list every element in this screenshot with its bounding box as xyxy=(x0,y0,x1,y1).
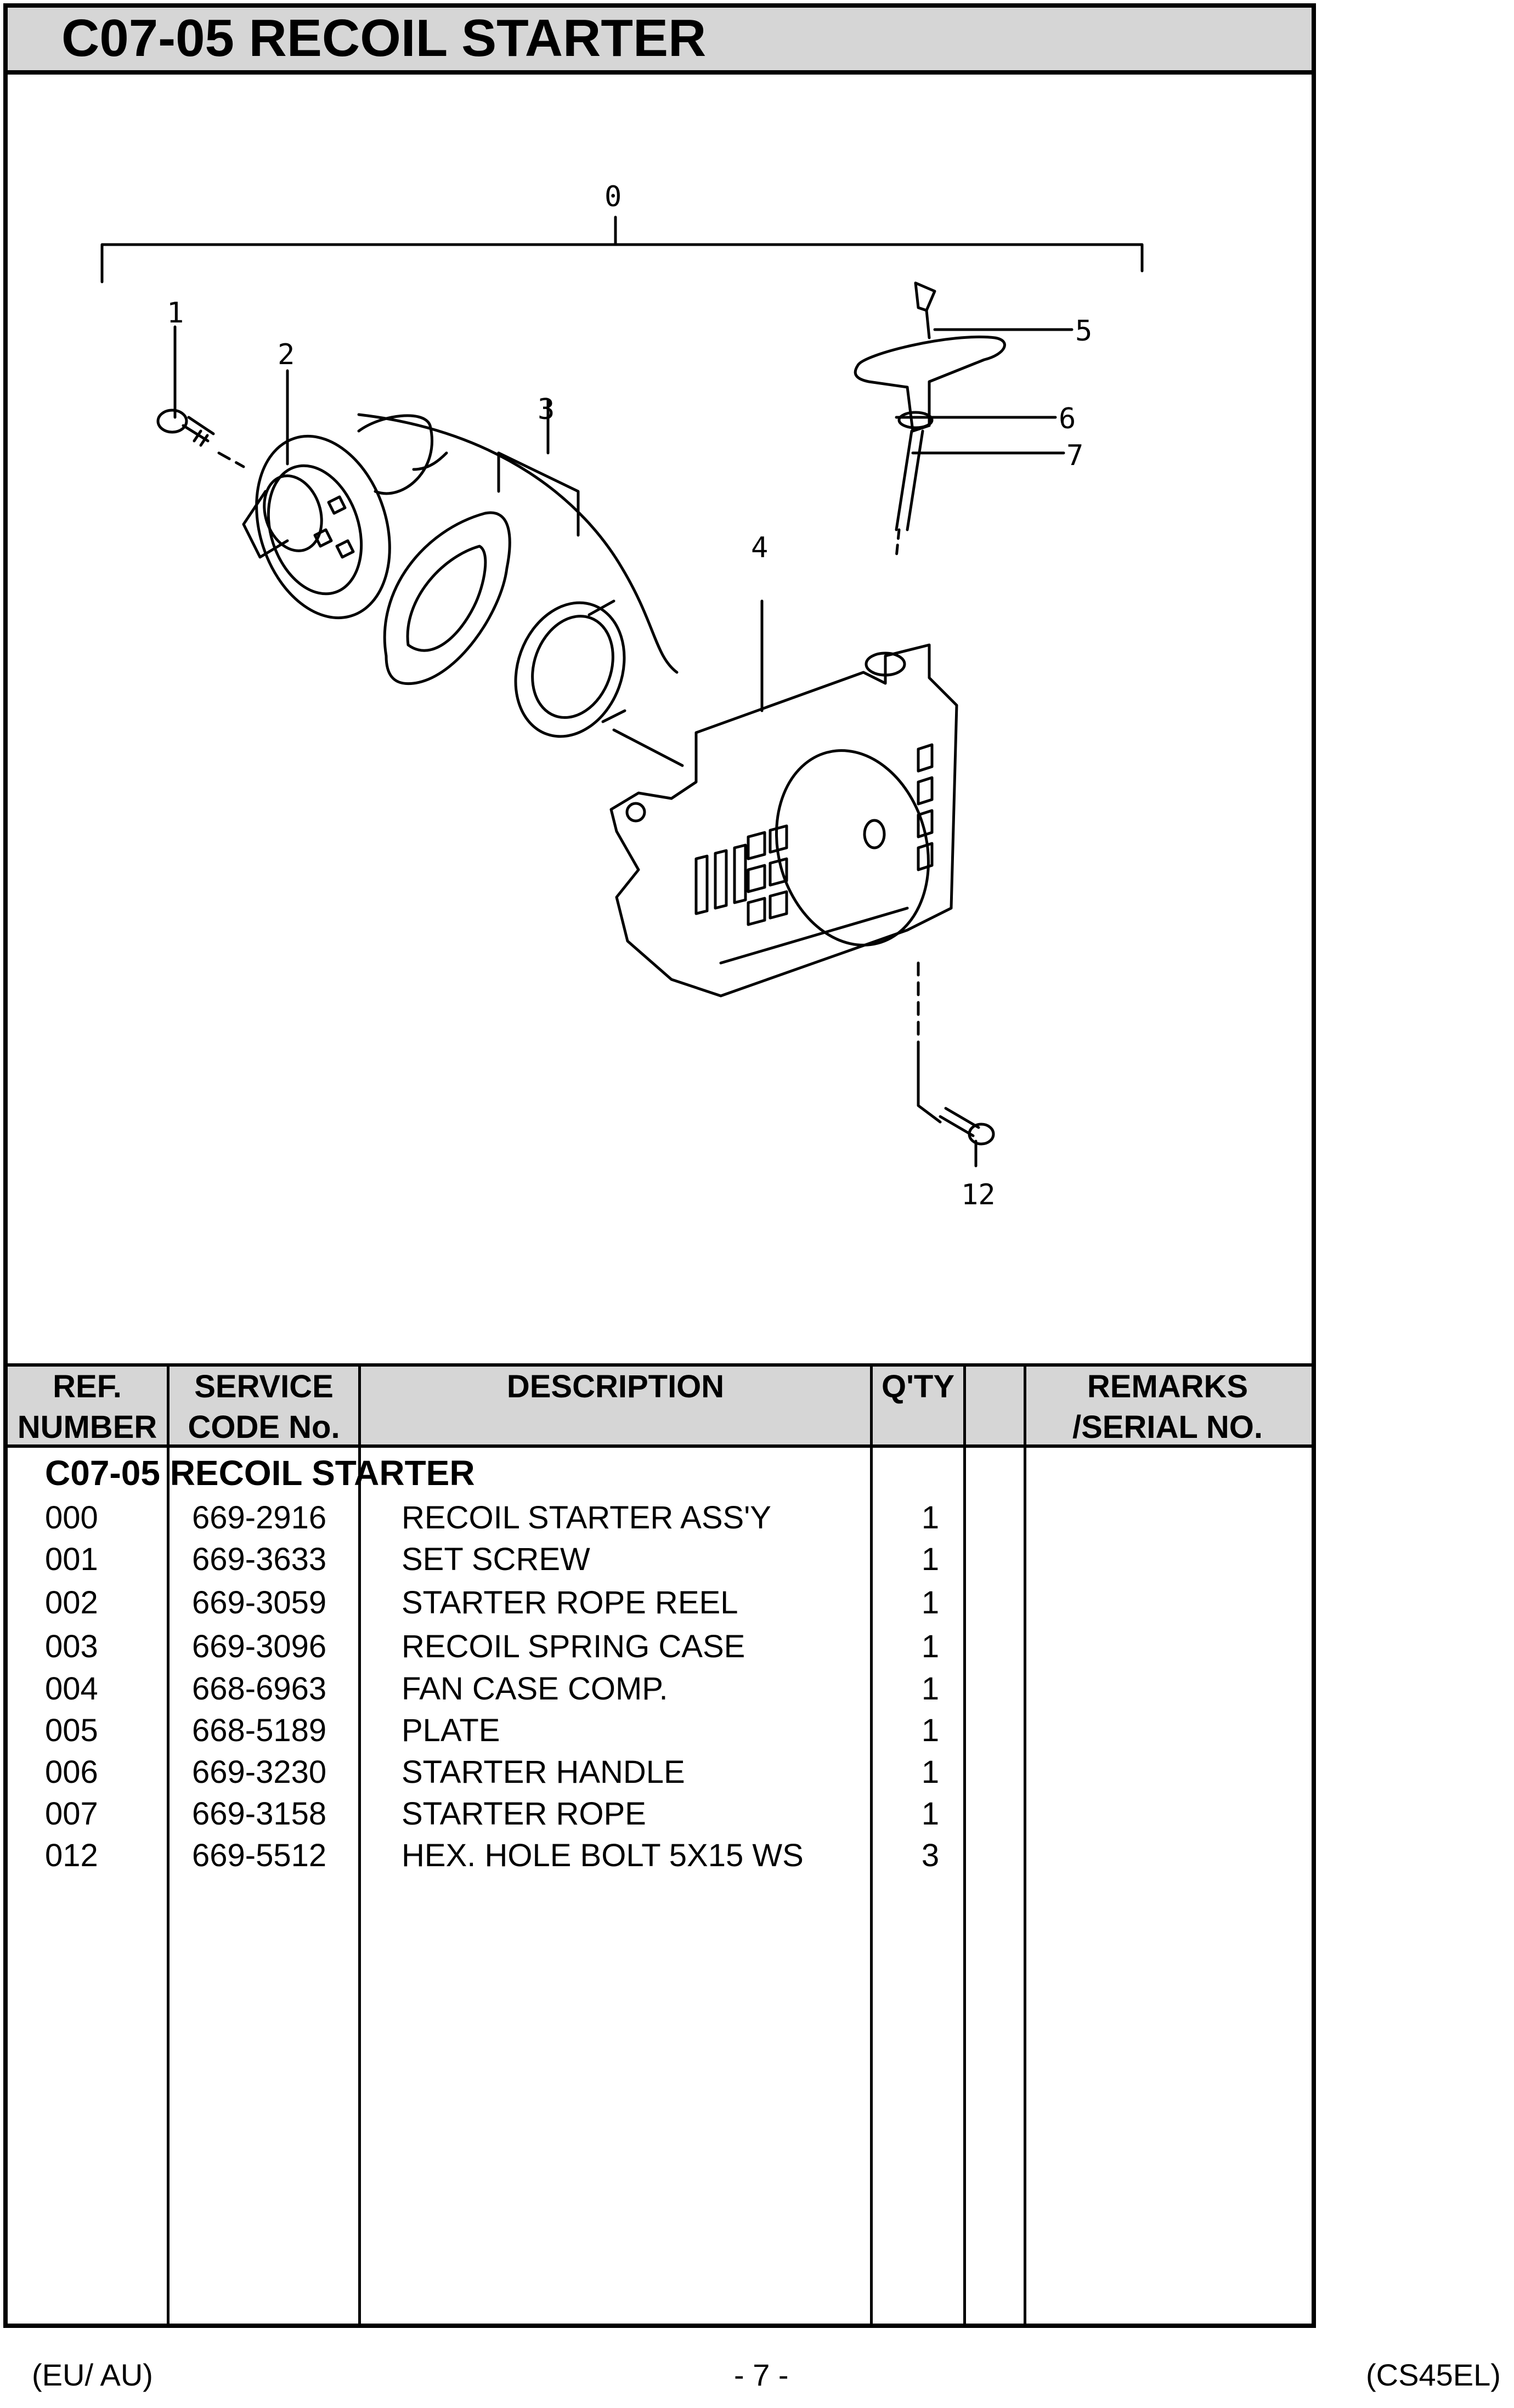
ref-number: 000 xyxy=(45,1500,98,1536)
service-code: 668-5189 xyxy=(192,1713,327,1748)
description: STARTER ROPE xyxy=(402,1796,646,1832)
callout-7: 7 xyxy=(1066,439,1083,472)
starter-handle-part xyxy=(854,281,1074,559)
table-row: 005 668-5189 PLATE 1 xyxy=(8,1712,1312,1754)
column-divider xyxy=(870,1363,873,2324)
quantity: 1 xyxy=(921,1671,940,1707)
footer-region: (EU/ AU) xyxy=(32,2358,153,2392)
quantity: 1 xyxy=(921,1585,940,1621)
description: STARTER HANDLE xyxy=(402,1754,685,1790)
table-row: 007 669-3158 STARTER ROPE 1 xyxy=(8,1795,1312,1837)
ref-number: 007 xyxy=(45,1796,98,1832)
quantity: 1 xyxy=(921,1629,940,1664)
callout-0: 0 xyxy=(605,180,622,213)
set-screw-part xyxy=(156,325,215,447)
service-code: 669-3230 xyxy=(192,1754,327,1790)
service-code: 669-3633 xyxy=(192,1542,327,1577)
table-row: 002 669-3059 STARTER ROPE REEL 1 xyxy=(8,1584,1312,1626)
table-row: 004 668-6963 FAN CASE COMP. 1 xyxy=(8,1670,1312,1712)
service-code: 669-3096 xyxy=(192,1629,327,1664)
ref-number: 002 xyxy=(45,1585,98,1621)
description: RECOIL SPRING CASE xyxy=(402,1629,745,1664)
column-divider xyxy=(963,1363,966,2324)
spring-case-part xyxy=(383,399,684,767)
recoil-starter-drawing: 0 1 2 3 4 5 6 7 12 xyxy=(100,180,1144,1211)
callout-3: 3 xyxy=(538,393,555,426)
hex-bolt-part xyxy=(917,961,995,1168)
header-description: DESCRIPTION xyxy=(506,1369,725,1404)
quantity: 1 xyxy=(921,1542,940,1577)
ref-number: 001 xyxy=(45,1542,98,1577)
table-row: 000 669-2916 RECOIL STARTER ASS'Y 1 xyxy=(8,1499,1312,1541)
ref-number: 004 xyxy=(45,1671,98,1707)
callout-1: 1 xyxy=(167,297,184,330)
quantity: 1 xyxy=(921,1713,940,1748)
header-ref-number: REF.NUMBER xyxy=(17,1369,157,1445)
quantity: 1 xyxy=(921,1796,940,1832)
assembly-bracket xyxy=(100,243,1144,284)
page-title: C07-05 RECOIL STARTER xyxy=(61,9,707,67)
ref-number: 005 xyxy=(45,1713,98,1748)
exploded-diagram: 0 1 2 3 4 5 6 7 12 xyxy=(8,75,1312,1363)
table-row: 012 669-5512 HEX. HOLE BOLT 5X15 WS 3 xyxy=(8,1837,1312,1879)
column-divider xyxy=(1024,1363,1026,2324)
service-code: 669-3158 xyxy=(192,1796,327,1832)
service-code: 668-6963 xyxy=(192,1671,327,1707)
description: PLATE xyxy=(402,1713,500,1748)
header-qty: Q'TY xyxy=(881,1369,955,1404)
quantity: 3 xyxy=(921,1838,940,1873)
section-heading: C07-05 RECOIL STARTER xyxy=(45,1453,475,1493)
header-remarks: REMARKS/SERIAL NO. xyxy=(1072,1369,1263,1445)
quantity: 1 xyxy=(921,1500,940,1536)
ref-number: 003 xyxy=(45,1629,98,1664)
callout-4: 4 xyxy=(751,531,768,564)
table-row: 001 669-3633 SET SCREW 1 xyxy=(8,1541,1312,1583)
description: RECOIL STARTER ASS'Y xyxy=(402,1500,771,1536)
rope-reel-part xyxy=(217,369,448,620)
title-bar: C07-05 RECOIL STARTER xyxy=(8,8,1312,75)
table-row: 003 669-3096 RECOIL SPRING CASE 1 xyxy=(8,1628,1312,1670)
footer-page-number: - 7 - xyxy=(734,2358,789,2392)
callout-5: 5 xyxy=(1075,315,1092,348)
fan-case-part xyxy=(609,599,958,998)
description: SET SCREW xyxy=(402,1542,590,1577)
description: HEX. HOLE BOLT 5X15 WS xyxy=(402,1838,804,1873)
column-divider xyxy=(167,1363,170,2324)
service-code: 669-3059 xyxy=(192,1585,327,1621)
callout-6: 6 xyxy=(1059,403,1076,435)
ref-number: 006 xyxy=(45,1754,98,1790)
service-code: 669-5512 xyxy=(192,1838,327,1873)
column-divider xyxy=(358,1363,361,2324)
quantity: 1 xyxy=(921,1754,940,1790)
table-row: 006 669-3230 STARTER HANDLE 1 xyxy=(8,1754,1312,1795)
service-code: 669-2916 xyxy=(192,1500,327,1536)
description: STARTER ROPE REEL xyxy=(402,1585,738,1621)
rope-path-line xyxy=(357,413,679,674)
footer-model: (CS45EL) xyxy=(1366,2358,1501,2392)
callout-2: 2 xyxy=(278,338,295,371)
parts-sheet: C07-05 RECOIL STARTER xyxy=(3,3,1316,2328)
description: FAN CASE COMP. xyxy=(402,1671,668,1707)
ref-number: 012 xyxy=(45,1838,98,1873)
callout-12: 12 xyxy=(961,1178,996,1211)
